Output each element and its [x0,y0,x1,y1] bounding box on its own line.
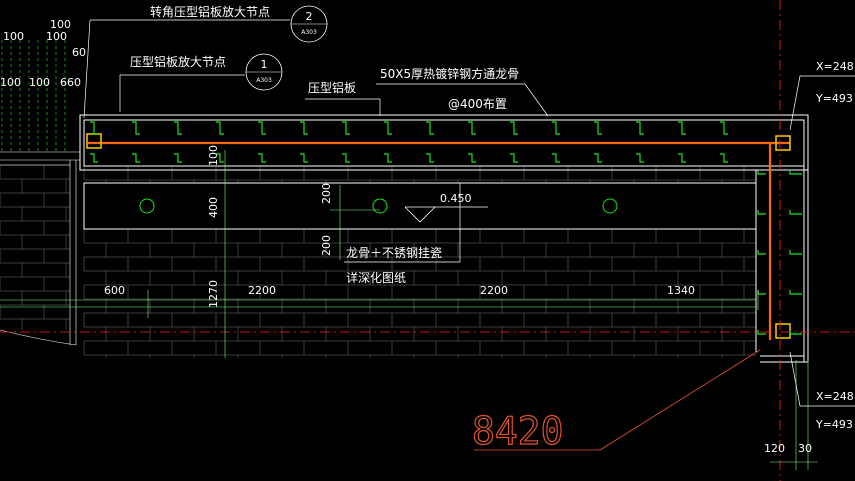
dim-v-400: 400 [207,197,220,218]
anchor-circles [139,198,618,214]
keel-label: 龙骨＋不锈钢挂瓷 [346,246,442,260]
callout-1-sheet: A303 [256,77,272,84]
panel-node-label: 压型铝板放大节点 [130,54,226,69]
brick-hatch [0,164,756,358]
elevation-marker [404,206,488,223]
total-dim-leader [474,349,761,451]
detail-ref-label: 详深化图纸 [346,270,406,285]
dim-bottom-30: 30 [798,442,812,455]
dim-top-100-a: 100 [3,30,24,43]
coord-x-top: X=248 [816,60,854,73]
railing-posts [1,40,66,152]
total-dimension: 8420 [472,409,564,453]
leader-lines [83,19,855,407]
dim-row2-100-b: 100 [29,76,50,89]
callout-1: 1 A303 [245,53,283,91]
dim-h-600: 600 [104,284,125,297]
keel-brackets-top [90,121,728,163]
panel-frame [79,114,809,363]
coord-y-bottom: Y=493 [815,418,853,431]
elevation-value: 0.450 [440,192,472,205]
callout-1-number: 1 [261,58,268,71]
dim-row2-660: 660 [60,76,81,89]
dim-v-100: 100 [207,145,220,166]
dim-bottom-120: 120 [764,442,785,455]
dim-h-2200-b: 2200 [480,284,508,297]
left-railing [0,151,80,346]
dim-h-1340: 1340 [667,284,695,297]
spacing-label: @400布置 [448,97,507,111]
dimension-lines [0,150,818,470]
callout-2: 2 A303 [290,5,328,43]
dim-top-100-b: 100 [46,30,67,43]
coord-y-top: Y=493 [815,92,853,105]
purlin-label: 50X5厚热镀锌钢方通龙骨 [380,66,519,81]
dim-top-60: 60 [72,46,86,59]
callout-2-sheet: A303 [301,29,317,36]
dim-row2-100-a: 100 [0,76,21,89]
steel-purlin [86,133,791,340]
dim-h-2200-a: 2200 [248,284,276,297]
dim-v-200-b: 200 [320,235,333,256]
corner-node-label: 转角压型铝板放大节点 [150,4,270,19]
coord-x-bottom: X=248 [816,390,854,403]
dim-v-200-a: 200 [320,183,333,204]
panel-label: 压型铝板 [308,80,356,95]
callout-2-number: 2 [306,10,313,23]
dim-v-1270: 1270 [207,280,220,308]
dim-top-100-c: 100 [50,18,71,31]
